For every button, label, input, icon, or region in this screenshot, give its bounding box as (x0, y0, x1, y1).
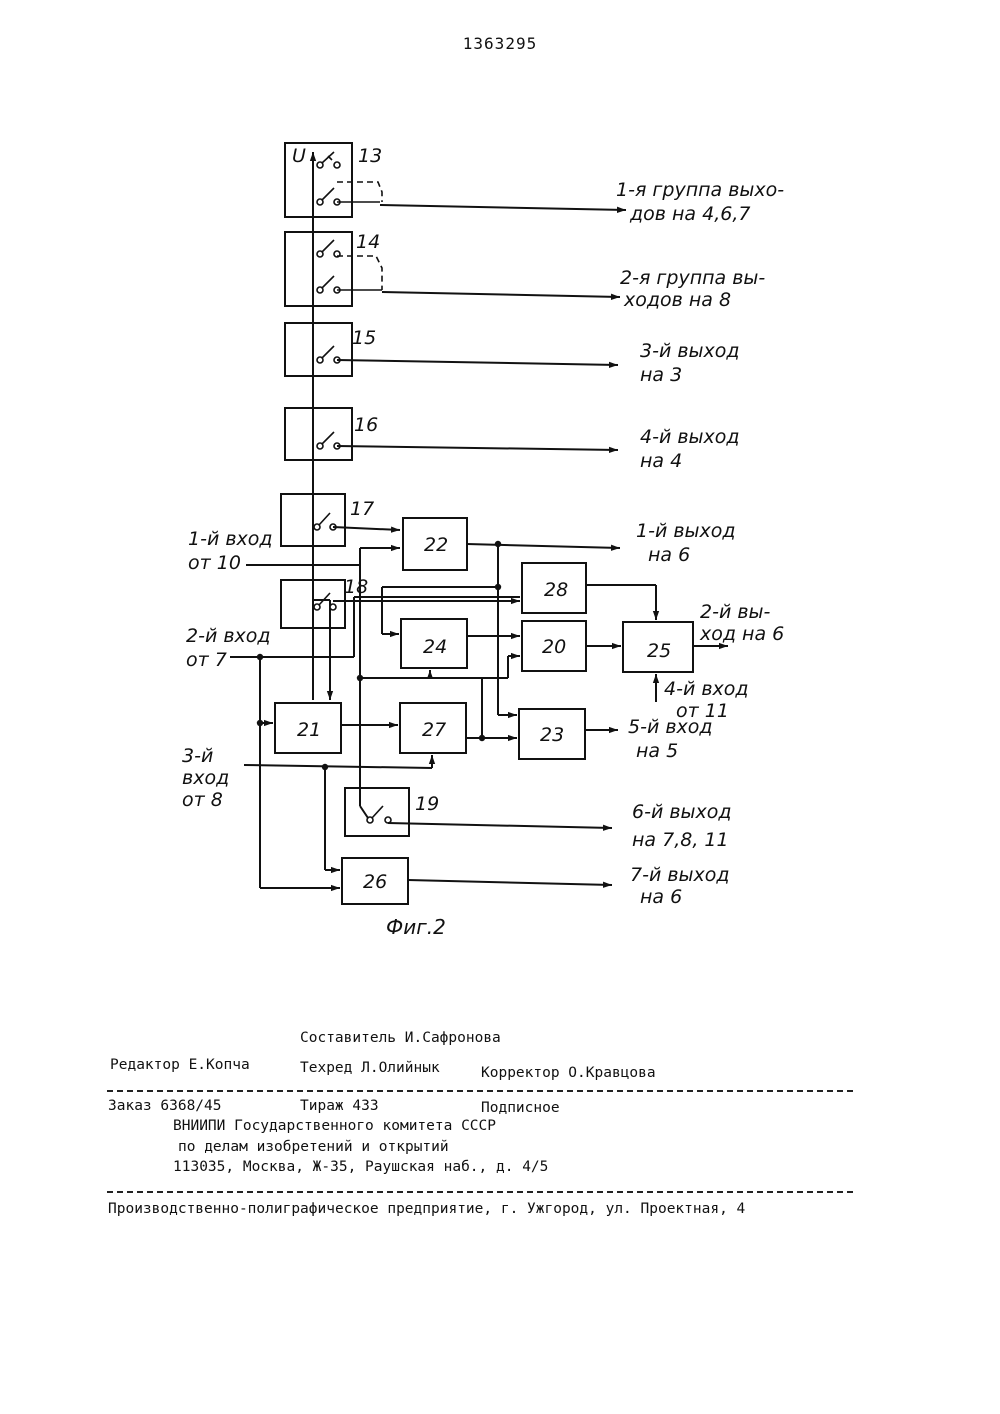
output-3-label: 3-й выход (640, 340, 740, 362)
output-6-label: 2-й вы- (700, 601, 771, 623)
output-6-label-2: ход на 6 (699, 623, 784, 645)
address: 113035, Москва, Ж-35, Раушская наб., д. … (173, 1159, 548, 1175)
output-8-label-2: на 7,8, 11 (632, 829, 729, 851)
block-25-label: 25 (647, 640, 671, 662)
block-16 (285, 408, 352, 460)
input-3-label: 3-й (182, 745, 213, 767)
block-23-label: 23 (540, 724, 564, 746)
block-14-label: 14 (356, 231, 380, 253)
techred: Техред Л.Олийнык (300, 1060, 440, 1076)
block-19-label: 19 (415, 793, 439, 815)
block-21-label: 21 (297, 719, 321, 741)
printer: Производственно-полиграфическое предприя… (108, 1201, 745, 1217)
output-4-label: 4-й выход (640, 426, 740, 448)
output-9-label-2: на 6 (640, 886, 682, 908)
output-3-label-2: на 3 (640, 364, 682, 386)
block-14 (285, 232, 352, 306)
block-diagram: U 13 14 15 16 17 18 19 20 21 22 23 24 25… (0, 0, 1000, 960)
block-27-label: 27 (422, 719, 446, 741)
input-3-label-3: от 8 (182, 789, 223, 811)
editor: Редактор Е.Копча (110, 1057, 250, 1073)
figure-caption: Фиг.2 (386, 915, 446, 939)
corrector: Корректор О.Кравцова (481, 1065, 656, 1081)
output-1-label: 1-я группа выхо- (616, 179, 784, 201)
block-28-label: 28 (544, 579, 568, 601)
input-1-label-2: от 10 (188, 552, 241, 574)
separator-line (107, 1191, 853, 1193)
block-17-label: 17 (350, 498, 374, 520)
block-26-label: 26 (363, 871, 387, 893)
block-24-label: 24 (423, 636, 447, 658)
output-2-label-2: ходов на 8 (623, 289, 731, 311)
input-4-label-2: от 11 (676, 700, 729, 722)
block-20-label: 20 (542, 636, 566, 658)
compiler: Составитель И.Сафронова (300, 1030, 501, 1046)
order: Заказ 6368/45 (108, 1098, 222, 1114)
separator-line (107, 1090, 853, 1092)
organization-line-2: по делам изобретений и открытий (178, 1139, 449, 1155)
output-9-label: 7-й выход (630, 864, 730, 886)
block-22-label: 22 (424, 534, 448, 556)
block-16-label: 16 (354, 414, 378, 436)
input-2-label: 2-й вход (186, 625, 271, 647)
output-7-label-2: на 5 (636, 740, 678, 762)
block-15 (285, 323, 352, 376)
organization-line-1: ВНИИПИ Государственного комитета СССР (173, 1118, 496, 1134)
output-8-label: 6-й выход (632, 801, 732, 823)
input-2-label-2: от 7 (186, 649, 227, 671)
subscription: Подписное (481, 1100, 560, 1116)
output-5-label-2: на 6 (648, 544, 690, 566)
output-2-label: 2-я группа вы- (620, 267, 765, 289)
output-5-label: 1-й выход (636, 520, 736, 542)
input-4-label: 4-й вход (664, 678, 749, 700)
output-4-label-2: на 4 (640, 450, 682, 472)
supply-label: U (292, 145, 306, 167)
circulation: Тираж 433 (300, 1098, 379, 1114)
input-1-label: 1-й вход (188, 528, 273, 550)
block-13-label: 13 (358, 145, 382, 167)
input-3-label-2: вход (182, 767, 229, 789)
output-1-label-2: дов на 4,6,7 (629, 203, 750, 225)
block-15-label: 15 (352, 327, 376, 349)
block-18-label: 18 (344, 576, 368, 598)
